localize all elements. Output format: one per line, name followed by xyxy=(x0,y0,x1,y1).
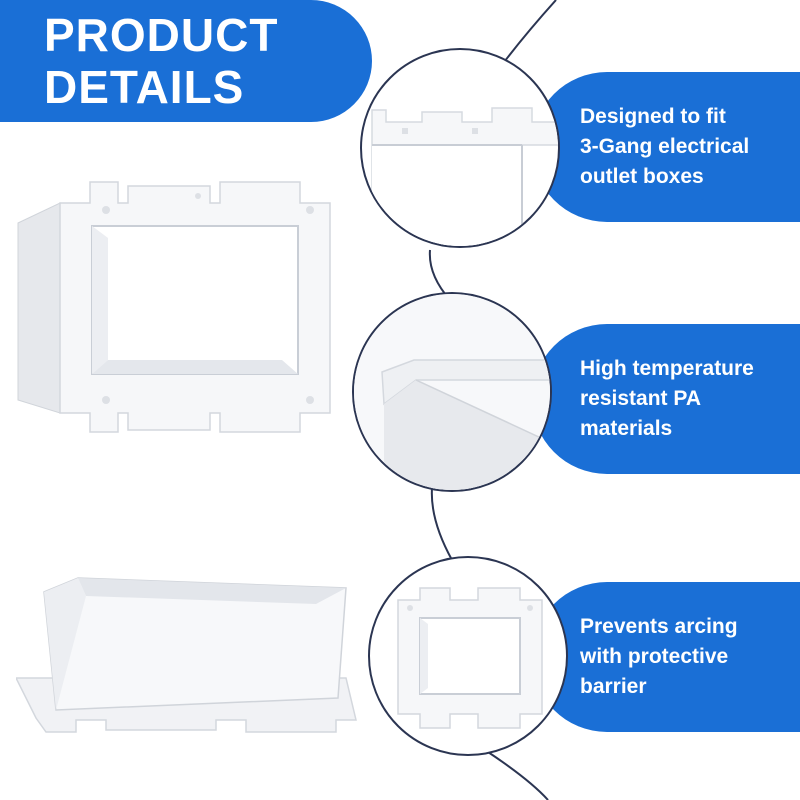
feature-text-2: High temperature resistant PA materials xyxy=(580,324,795,474)
feature-1-line-1: Designed to fit xyxy=(580,105,726,128)
zoom-circle-2 xyxy=(352,292,552,492)
feature-2-line-2: resistant PA xyxy=(580,387,701,410)
bracket-box-view xyxy=(16,577,357,733)
feature-3-line-2: with protective xyxy=(580,645,729,668)
feature-panel-2: High temperature resistant PA materials xyxy=(532,324,800,474)
feature-panel-1: Designed to fit 3-Gang electrical outlet… xyxy=(532,72,800,222)
zoom-circle-3 xyxy=(368,556,568,756)
bracket-front-view xyxy=(17,181,331,433)
connector-mid-2 xyxy=(430,487,453,561)
title-line-1: PRODUCT xyxy=(44,9,279,61)
feature-text-1: Designed to fit 3-Gang electrical outlet… xyxy=(580,72,795,222)
feature-3-line-3: barrier xyxy=(580,675,647,698)
feature-panel-3: Prevents arcing with protective barrier xyxy=(532,582,800,732)
feature-2-line-3: materials xyxy=(580,417,673,440)
bracket-top-closeup-icon xyxy=(371,107,558,246)
feature-text-3: Prevents arcing with protective barrier xyxy=(580,582,795,732)
zoom-circle-1 xyxy=(360,48,560,248)
corner-closeup-icon xyxy=(354,294,550,490)
feature-3-line-1: Prevents arcing xyxy=(580,615,738,638)
bracket-front-closeup-icon xyxy=(397,587,543,729)
title-banner: PRODUCT DETAILS xyxy=(0,0,372,122)
connector-bottom xyxy=(487,751,549,800)
feature-2-line-1: High temperature xyxy=(580,357,754,380)
feature-1-line-2: 3-Gang electrical xyxy=(580,135,750,158)
title-line-2: DETAILS xyxy=(44,61,245,113)
feature-1-line-3: outlet boxes xyxy=(580,165,704,188)
